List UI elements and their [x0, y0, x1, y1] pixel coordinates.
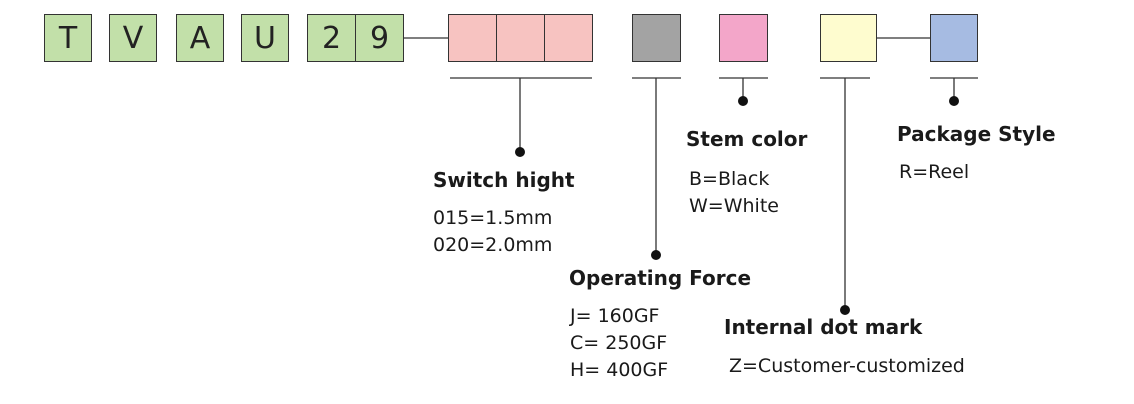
- operating-force-option-3: H= 400GF: [570, 359, 669, 381]
- stem-color-box: [719, 14, 768, 62]
- switch-height-option-2: 020=2.0mm: [433, 234, 553, 256]
- dot-switch-height: [515, 147, 525, 157]
- operating-force-option-1: J= 160GF: [570, 305, 660, 327]
- stem-color-title: Stem color: [686, 127, 808, 151]
- stem-color-option-2: W=White: [689, 195, 779, 217]
- dot-stem-color: [738, 96, 748, 106]
- package-style-option-1: R=Reel: [899, 161, 970, 183]
- code-box-v: V: [109, 14, 157, 62]
- package-style-box: [930, 14, 978, 62]
- code-box-9: 9: [355, 14, 404, 62]
- internal-dot-mark-title: Internal dot mark: [724, 315, 923, 339]
- code-box-2: 2: [307, 14, 356, 62]
- code-box-t: T: [44, 14, 92, 62]
- code-box-a: A: [176, 14, 224, 62]
- stem-color-option-1: B=Black: [689, 168, 770, 190]
- internal-dot-mark-box: [820, 14, 877, 62]
- dot-internal-dot-mark: [840, 305, 850, 315]
- operating-force-title: Operating Force: [569, 266, 752, 290]
- operating-force-box: [632, 14, 681, 62]
- switch-height-title: Switch hight: [433, 168, 575, 192]
- switch-height-option-1: 015=1.5mm: [433, 207, 553, 229]
- dot-operating-force: [651, 250, 661, 260]
- switch-height-box-2: [496, 14, 545, 62]
- internal-dot-mark-option-1: Z=Customer-customized: [729, 355, 965, 377]
- package-style-title: Package Style: [897, 122, 1056, 146]
- switch-height-box-1: [448, 14, 497, 62]
- dot-package-style: [949, 96, 959, 106]
- code-box-u: U: [241, 14, 289, 62]
- operating-force-option-2: C= 250GF: [570, 332, 668, 354]
- switch-height-box-3: [544, 14, 593, 62]
